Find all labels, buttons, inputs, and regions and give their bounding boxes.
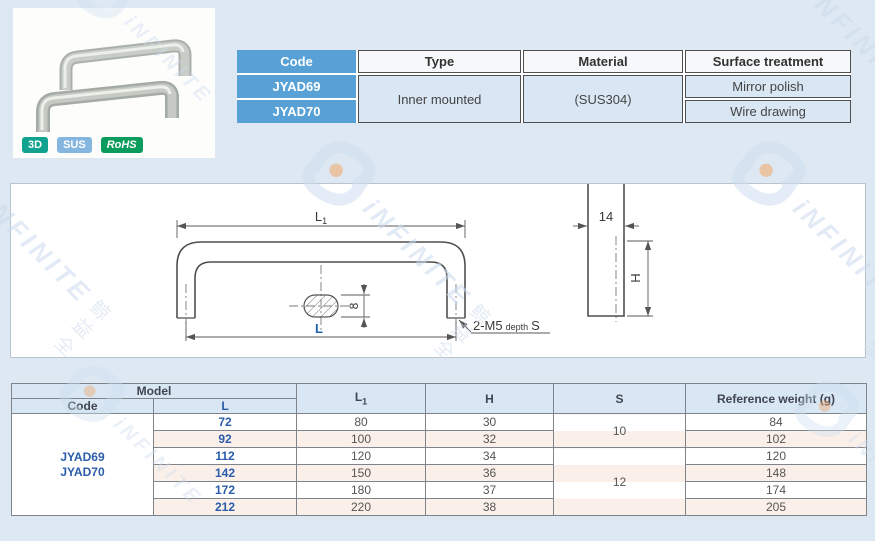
dim-8: 8 bbox=[341, 284, 370, 328]
cross-section bbox=[303, 294, 339, 318]
side-view bbox=[587, 184, 625, 317]
watermark-cjk: 鲸益全 bbox=[868, 87, 875, 155]
dim-8-label: 8 bbox=[347, 302, 361, 309]
size-header-row-2: Code L bbox=[11, 398, 867, 414]
table-row: 142 150 36 148 bbox=[12, 464, 868, 482]
h-value: 36 bbox=[425, 464, 555, 482]
s-header: S bbox=[553, 383, 687, 414]
spec-table: Code Type Material Surface treatment JYA… bbox=[237, 50, 851, 123]
weight-value: 120 bbox=[685, 447, 868, 465]
h-value: 34 bbox=[425, 447, 555, 465]
l-value: 172 bbox=[152, 481, 298, 499]
code-line-2: JYAD70 bbox=[60, 464, 105, 479]
dim-l1-label: L1 bbox=[315, 209, 327, 226]
l1-value: 220 bbox=[296, 498, 427, 516]
code-header: Code bbox=[11, 398, 154, 414]
infinite-logo-icon bbox=[712, 0, 839, 25]
badge-rohs: RoHS bbox=[100, 137, 143, 153]
h-value: 32 bbox=[425, 430, 555, 448]
s-value-group-2: 12 bbox=[553, 447, 687, 516]
l-value: 142 bbox=[152, 464, 298, 482]
l-header: L bbox=[152, 398, 298, 414]
l-value: 72 bbox=[152, 413, 298, 431]
l1-value: 120 bbox=[296, 447, 427, 465]
dim-14-label: 14 bbox=[599, 209, 613, 224]
code-line-1: JYAD69 bbox=[60, 449, 105, 464]
spec-header-type: Type bbox=[358, 50, 521, 73]
dim-h-label: H bbox=[628, 273, 643, 282]
h-value: 37 bbox=[425, 481, 555, 499]
l1-value: 80 bbox=[296, 413, 427, 431]
dim-l-label: L bbox=[315, 321, 323, 336]
dim-h: H bbox=[627, 240, 653, 317]
badge-sus: SUS bbox=[57, 137, 92, 153]
handle-back bbox=[59, 39, 192, 90]
h-header: H bbox=[425, 383, 555, 414]
spec-code-jyad70: JYAD70 bbox=[237, 100, 356, 123]
l-value: 92 bbox=[152, 430, 298, 448]
dim-l1: L1 bbox=[176, 209, 466, 238]
h-value: 30 bbox=[425, 413, 555, 431]
spec-surface-wire: Wire drawing bbox=[685, 100, 851, 123]
spec-code-jyad69: JYAD69 bbox=[237, 75, 356, 98]
s-value-group-1: 10 bbox=[553, 413, 687, 448]
spec-material-value: (SUS304) bbox=[523, 75, 683, 123]
h-value: 38 bbox=[425, 498, 555, 516]
weight-value: 102 bbox=[685, 430, 868, 448]
spec-type-value: Inner mounted bbox=[358, 75, 521, 123]
weight-value: 148 bbox=[685, 464, 868, 482]
l1-subscript: 1 bbox=[362, 396, 368, 407]
l1-value: 150 bbox=[296, 464, 427, 482]
table-row: 212 220 38 205 bbox=[12, 498, 868, 516]
weight-value: 174 bbox=[685, 481, 868, 499]
weight-header: Reference weight (g) bbox=[685, 383, 868, 414]
size-header-row-1: Model L1 H S Reference weight (g) bbox=[10, 383, 868, 414]
l-value: 212 bbox=[152, 498, 298, 516]
badge-row: 3D SUS RoHS bbox=[22, 137, 143, 153]
badge-3d: 3D bbox=[22, 137, 49, 153]
handle-front bbox=[36, 80, 179, 132]
table-row: 112 120 34 12 120 bbox=[12, 447, 868, 516]
model-header: Model bbox=[10, 383, 298, 399]
dim-14: 14 bbox=[573, 209, 639, 238]
table-row: JYAD69 JYAD70 72 80 30 10 84 bbox=[11, 413, 868, 516]
product-photo-box: 3D SUS RoHS bbox=[13, 8, 215, 158]
centerlines bbox=[185, 236, 617, 331]
spec-header-surface: Surface treatment bbox=[685, 50, 851, 73]
l1-value: 180 bbox=[296, 481, 427, 499]
l-value: 112 bbox=[152, 447, 298, 465]
spec-header-code: Code bbox=[237, 50, 356, 73]
dim-l: L bbox=[185, 321, 457, 341]
catalog-page: { "watermark": { "brand": "iNFINITE", "c… bbox=[10, 0, 875, 516]
code-cell: JYAD69 JYAD70 bbox=[11, 413, 154, 516]
handle-product-photo bbox=[36, 39, 192, 132]
size-table: Model L1 H S Reference weight (g) Code L… bbox=[10, 383, 868, 516]
weight-value: 84 bbox=[685, 413, 868, 431]
l1-value: 100 bbox=[296, 430, 427, 448]
spec-header-material: Material bbox=[523, 50, 683, 73]
l1-header: L1 bbox=[296, 383, 427, 414]
spec-surface-mirror: Mirror polish bbox=[685, 75, 851, 98]
weight-value: 205 bbox=[685, 498, 868, 516]
